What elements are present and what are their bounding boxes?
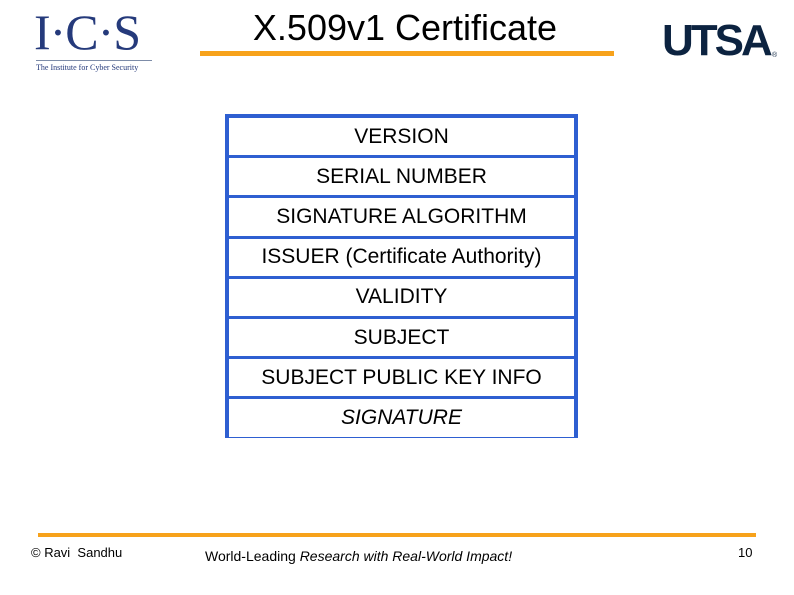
title-underline: [200, 51, 614, 56]
footer-rule-left: [38, 533, 196, 537]
ics-logo-rule: [36, 60, 152, 61]
field-subject-public-key-info: SUBJECT PUBLIC KEY INFO: [229, 359, 574, 397]
field-serial-number: SERIAL NUMBER: [229, 158, 574, 196]
certificate-structure: VERSION SERIAL NUMBER SIGNATURE ALGORITH…: [225, 114, 578, 438]
copyright-text: © Ravi Sandhu: [31, 545, 123, 560]
footer-tagline: World-Leading Research with Real-World I…: [205, 548, 512, 564]
slide-title: X.509v1 Certificate: [252, 7, 558, 48]
field-signature: SIGNATURE: [229, 399, 574, 437]
field-version: VERSION: [229, 118, 574, 156]
utsa-logo: UTSA: [662, 16, 773, 65]
page-number: 10: [738, 545, 753, 560]
tagline-plain: World-Leading: [205, 548, 300, 564]
field-issuer: ISSUER (Certificate Authority): [229, 238, 574, 276]
field-validity: VALIDITY: [229, 278, 574, 317]
ics-logo: I·C·S The Institute for Cyber Security: [34, 6, 156, 72]
footer-rule-right: [196, 533, 756, 537]
field-signature-algorithm: SIGNATURE ALGORITHM: [229, 198, 574, 236]
utsa-registered-mark: ®: [772, 52, 778, 59]
field-subject: SUBJECT: [229, 319, 574, 357]
ics-logo-tagline: The Institute for Cyber Security: [36, 63, 139, 72]
tagline-italic: Research with Real-World Impact!: [299, 548, 513, 564]
ics-logo-letters: I·C·S: [34, 4, 141, 60]
